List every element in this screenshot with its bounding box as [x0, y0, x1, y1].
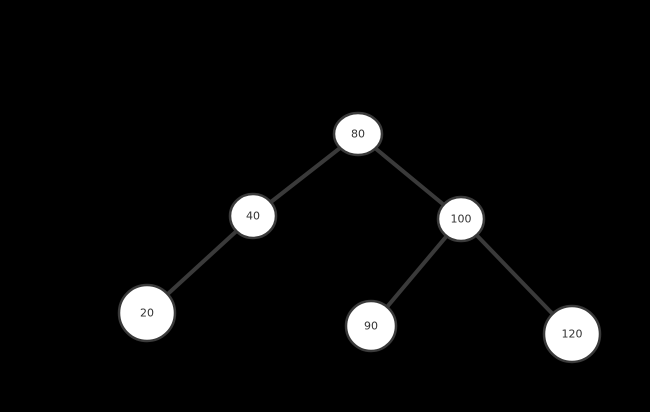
node-label: 100	[451, 213, 472, 226]
tree-node-90: 90	[344, 299, 398, 353]
node-circle	[344, 299, 398, 353]
node-circle	[332, 111, 384, 157]
node-label: 90	[364, 320, 378, 333]
node-label: 80	[351, 128, 365, 141]
node-circle	[542, 304, 602, 364]
tree-node-20: 20	[117, 283, 177, 343]
tree-node-120: 120	[542, 304, 602, 364]
node-circle	[228, 192, 278, 240]
tree-node-100: 100	[436, 195, 486, 243]
node-label: 120	[562, 328, 583, 341]
tree-node-40: 40	[228, 192, 278, 240]
tree-node-80: 80	[332, 111, 384, 157]
node-circle	[436, 195, 486, 243]
node-circle	[117, 283, 177, 343]
node-label: 40	[246, 210, 260, 223]
node-label: 20	[140, 307, 154, 320]
